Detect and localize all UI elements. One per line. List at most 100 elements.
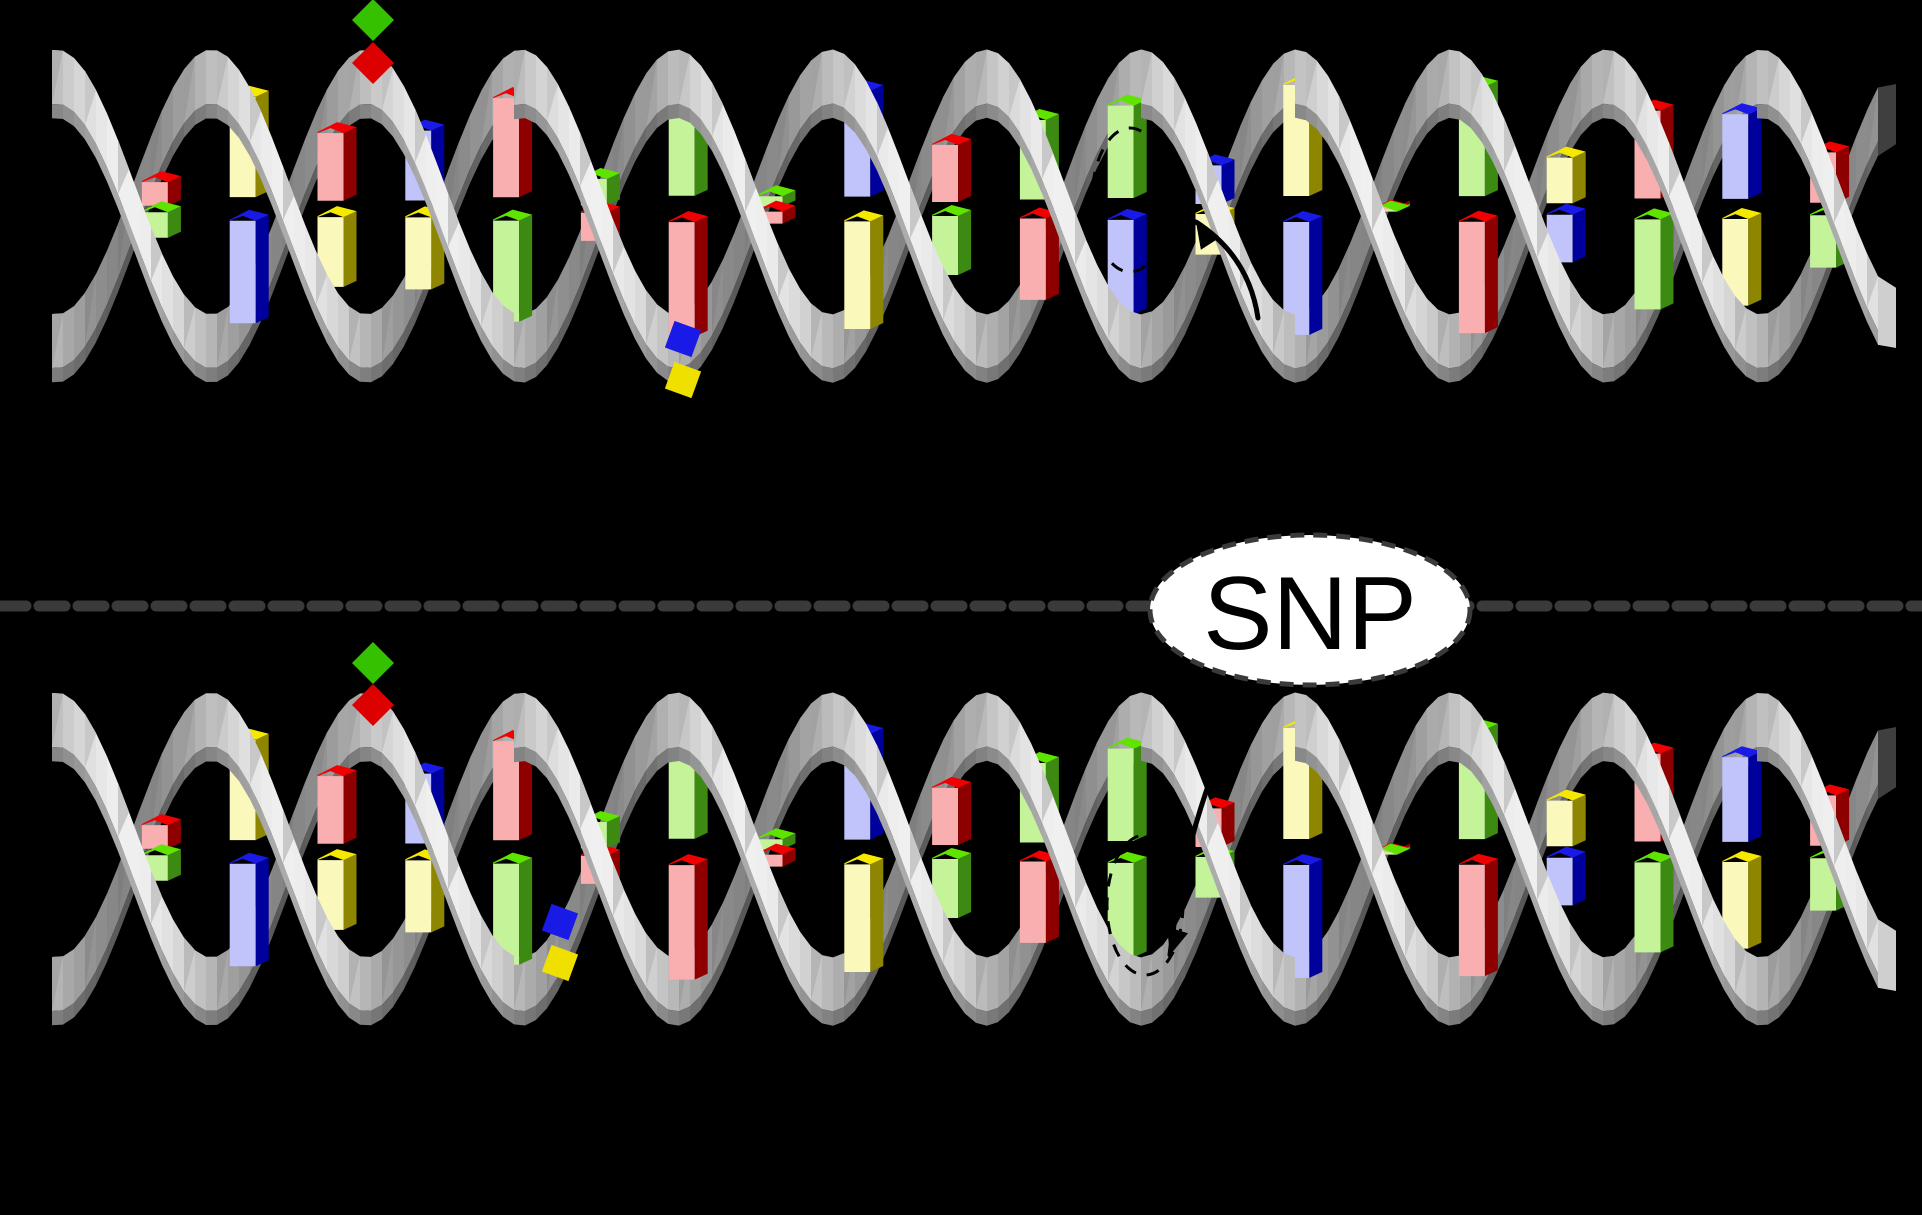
base-bar-green <box>756 185 796 207</box>
helix-ribbon-edge <box>1405 136 1416 173</box>
helix-ribbon-edge <box>580 257 591 300</box>
base-bar-top <box>1195 797 1235 809</box>
helix-ribbon-edge <box>1757 367 1768 383</box>
helix-ribbon-edge <box>96 143 107 182</box>
base-bar-top <box>1634 742 1674 754</box>
helix-ribbon-edge <box>1801 304 1812 343</box>
helix-ribbon-facet <box>613 760 624 842</box>
helix-ribbon-edge <box>1416 119 1427 151</box>
base-bar-top <box>756 185 796 197</box>
helix-ribbon-facet <box>778 95 789 174</box>
helix-ribbon-edge <box>1570 334 1581 366</box>
helix-ribbon-edge <box>1647 145 1658 184</box>
helix-ribbon-edge <box>1856 281 1867 322</box>
helix-ribbon-edge <box>1262 980 1273 1012</box>
helix-ribbon-edge <box>459 276 470 318</box>
helix-ribbon-edge <box>635 127 646 162</box>
helix-ribbon-edge <box>1482 324 1493 359</box>
base-bar-top <box>1722 746 1762 758</box>
snp-label: SNP <box>1203 556 1417 672</box>
base-bar-red <box>317 765 357 844</box>
helix-ribbon-edge <box>140 895 151 939</box>
helix-ribbon-facet <box>1504 218 1515 300</box>
base-bar-blue <box>229 852 269 967</box>
helix-ribbon-facet <box>701 65 712 137</box>
base-bar-side <box>1221 802 1235 848</box>
helix-ribbon-facet <box>1746 308 1757 368</box>
base-bar-top <box>1458 210 1498 222</box>
helix-ribbon-facet <box>954 930 965 1000</box>
helix-ribbon-edge <box>712 956 723 993</box>
helix-ribbon-facet <box>1779 935 1790 1004</box>
helix-ribbon-edge <box>910 882 921 926</box>
helix-ribbon-facet <box>1152 52 1163 116</box>
helix-ribbon-facet <box>107 866 118 948</box>
helix-ribbon-facet <box>151 753 162 834</box>
helix-ribbon-facet <box>1229 209 1240 292</box>
legend-swatches-top <box>352 0 702 399</box>
base-bar-top <box>932 776 972 788</box>
helix-ribbon-facet <box>943 266 954 321</box>
helix-ribbon-edge <box>1108 982 1119 1013</box>
helix-ribbon-facet <box>1416 708 1427 780</box>
base-bar-side <box>1572 151 1586 204</box>
helix-ribbon-edge <box>723 158 734 199</box>
helix-ribbon-edge <box>426 832 437 875</box>
base-bar-top <box>141 844 181 856</box>
helix-ribbon-edge <box>811 1000 822 1024</box>
helix-ribbon-edge <box>371 104 382 125</box>
helix-ribbon-edge <box>580 186 591 230</box>
helix-ribbon-facet <box>239 712 250 786</box>
helix-ribbon-facet <box>371 950 382 1011</box>
base-bar-front <box>1810 858 1837 911</box>
helix-ribbon-facet <box>1702 751 1713 832</box>
helix-ribbon-edge <box>162 784 173 822</box>
helix-ribbon-facet <box>514 692 525 748</box>
helix-ribbon-facet <box>503 693 514 756</box>
helix-ribbon-edge <box>338 990 349 1018</box>
helix-ribbon-facet <box>481 915 492 970</box>
helix-ribbon-facet <box>1405 725 1416 801</box>
helix-ribbon-edge <box>173 123 184 156</box>
helix-ribbon-facet <box>998 53 1009 118</box>
helix-ribbon-facet <box>1636 715 1647 770</box>
helix-ribbon-edge <box>63 1003 74 1025</box>
helix-ribbon-facet <box>503 50 514 113</box>
helix-ribbon-edge <box>1702 805 1713 846</box>
helix-ribbon-facet <box>899 155 910 240</box>
helix-ribbon-edge <box>800 985 811 1015</box>
diamond-icon <box>541 944 579 982</box>
helix-ribbon-facet <box>1427 54 1438 120</box>
helix-ribbon-edge <box>943 320 954 356</box>
base-bar-side <box>958 138 972 202</box>
helix-ribbon-edge <box>778 941 789 980</box>
helix-ribbon-edge <box>602 887 613 931</box>
base-bar-side <box>1484 858 1498 977</box>
helix-ribbon-facet <box>151 870 162 925</box>
helix-ribbon-facet <box>1845 136 1856 220</box>
helix-ribbon-edge <box>305 809 316 851</box>
helix-ribbon-facet <box>1163 62 1174 132</box>
helix-ribbon-facet <box>965 945 976 1009</box>
helix-ribbon-facet <box>382 938 393 1005</box>
base-bar-top <box>1722 103 1762 115</box>
helix-ribbon-edge <box>1163 340 1174 371</box>
helix-ribbon-edge <box>371 361 382 383</box>
helix-ribbon-edge <box>96 947 107 986</box>
helix-ribbon-facet <box>1141 692 1152 747</box>
helix-ribbon-facet <box>1757 956 1768 1011</box>
helix-ribbon-facet <box>877 745 888 800</box>
helix-ribbon-edge <box>195 361 206 383</box>
helix-ribbon-facet <box>1075 211 1086 266</box>
helix-ribbon-facet <box>690 54 701 120</box>
helix-ribbon-facet <box>481 72 492 146</box>
helix-ribbon-facet <box>1581 297 1592 363</box>
helix-ribbon-facet <box>536 55 547 121</box>
helix-ribbon-edge <box>1394 157 1405 198</box>
helix-ribbon-edge <box>525 362 536 383</box>
helix-ribbon-facet <box>1394 746 1405 827</box>
helix-ribbon-edge <box>74 111 85 140</box>
helix-ribbon-edge <box>580 829 591 873</box>
helix-ribbon-facet <box>778 887 789 942</box>
helix-ribbon-facet <box>591 160 602 245</box>
